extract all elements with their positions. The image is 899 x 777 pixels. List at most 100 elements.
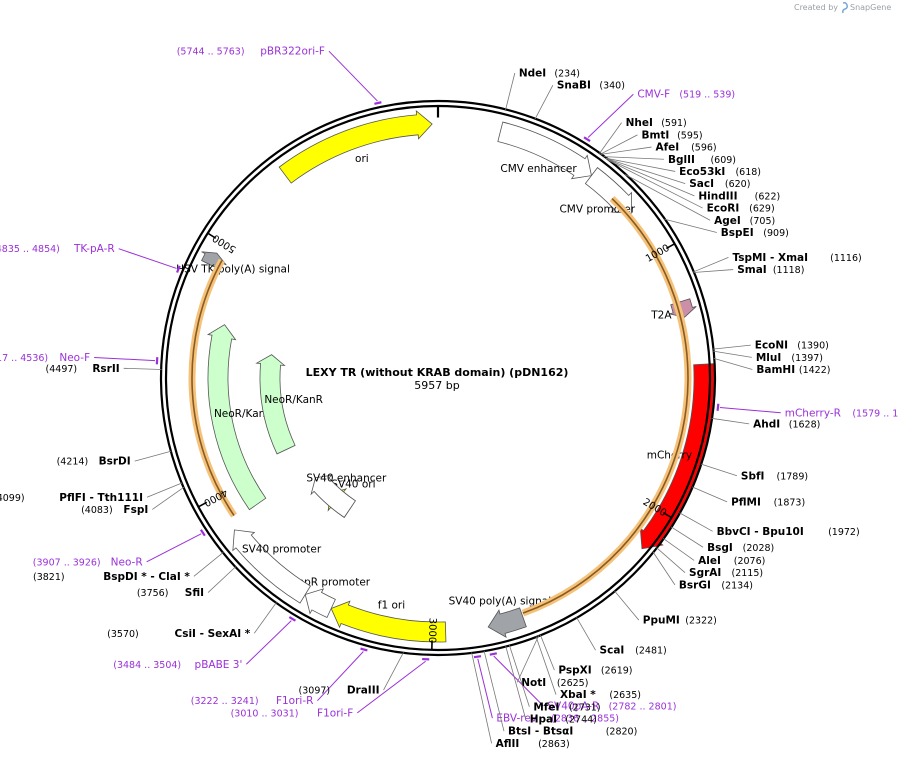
orf-layer [188, 196, 692, 617]
enzyme-name: SgrAI [689, 567, 721, 579]
enzyme-position: (2635) [609, 690, 641, 701]
scale-tick [662, 511, 672, 518]
enzyme-site-pflfi-tth111i: PflFI - Tth111I(4099) [0, 492, 143, 504]
enzyme-leader [711, 417, 750, 425]
enzyme-position: (2481) [635, 646, 667, 657]
primer-range: (519 .. 539) [679, 90, 735, 101]
enzyme-name: HpaI [530, 713, 557, 725]
feature-label: SV40 poly(A) signal [449, 596, 552, 608]
enzyme-layer: NdeI(234)SnaBI(340)NheI(591)BmtI(595)Afe… [0, 68, 862, 750]
primer-name: TK-pA-R [73, 243, 115, 255]
enzyme-site-bsgi: BsgI(2028) [707, 542, 774, 554]
feature-ori [278, 109, 433, 184]
enzyme-position: (3570) [107, 629, 139, 640]
primer-name: Neo-F [59, 352, 90, 364]
enzyme-name: NdeI [519, 68, 546, 80]
primer-range: (2782 .. 2801) [609, 701, 677, 712]
enzyme-site-ecori: EcoRI (629) [707, 203, 775, 215]
primer-f1ori-f: F1ori-F(3010 .. 3031) [231, 707, 354, 719]
enzyme-name: AleI [698, 555, 721, 567]
primer-name: SV40pA-R [547, 700, 599, 712]
backbone-outer-circle [159, 99, 717, 657]
enzyme-position: (3821) [33, 572, 65, 583]
enzyme-position: (705) [750, 216, 776, 227]
primer-mark [360, 647, 368, 652]
feature-sv40-poly-a-signal [487, 607, 527, 639]
feature-ampr-promoter [304, 588, 336, 619]
feature-f1-ori [330, 600, 447, 643]
enzyme-site-xbai: XbaI *(2635) [560, 689, 641, 701]
enzyme-position: (2322) [685, 616, 717, 627]
enzyme-position: (3756) [137, 588, 169, 599]
enzyme-leader [603, 156, 664, 160]
enzyme-name: AhdI [753, 418, 780, 430]
primer-pbabe-3: pBABE 3'(3484 .. 3504) [113, 659, 242, 671]
feature-label: SV40 promoter [242, 543, 322, 555]
primer-range: (4835 .. 4854) [0, 244, 60, 255]
enzyme-name: AgeI [714, 215, 741, 227]
primer-sv40pa-r: SV40pA-R (2782 .. 2801) [547, 700, 676, 712]
enzyme-position: (2619) [601, 666, 633, 677]
enzyme-site-afei: AfeI(596) [655, 142, 716, 154]
feature-neor-kanr [206, 324, 267, 511]
enzyme-site-snabi: SnaBI (340) [557, 80, 625, 92]
enzyme-name: SacI [689, 178, 714, 190]
enzyme-leader [123, 367, 162, 370]
enzyme-site-smai: SmaI(1118) [737, 264, 804, 276]
primer-mark [716, 403, 720, 411]
enzyme-position: (1397) [791, 353, 823, 364]
feature-neor-kanr [255, 354, 296, 455]
enzyme-name: PpuMI [643, 615, 680, 627]
primer-layer: CMV-F(519 .. 539)mCherry-R(1579 .. 1597)… [0, 46, 899, 725]
enzyme-site-bspdi-clai: BspDI * - ClaI * (3821) [33, 571, 190, 583]
enzyme-leader [608, 159, 703, 209]
enzyme-site-rsrii: RsrII(4497) [46, 363, 120, 375]
feature-label: f1 ori [378, 599, 405, 611]
primer-name: Neo-R [111, 556, 143, 568]
enzyme-site-eco53ki: Eco53kI(618) [679, 166, 761, 178]
enzyme-position: (622) [755, 191, 781, 202]
enzyme-name: SnaBI [557, 80, 591, 92]
enzyme-name: BsrGI [679, 579, 711, 591]
enzyme-position: (629) [749, 204, 775, 215]
primer-neo-r: Neo-R (3907 .. 3926) [33, 556, 143, 568]
feature-label: SV40 ori [331, 478, 375, 490]
enzyme-leader [508, 645, 530, 707]
primer-mark [288, 616, 297, 622]
enzyme-site-pspxi: PspXI(2619) [558, 665, 632, 677]
primer-leader [356, 660, 426, 714]
primer-name: pBR322ori-F [260, 46, 325, 58]
enzyme-name: EcoRI [707, 203, 740, 215]
enzyme-site-bsrgi: BsrGI(2134) [679, 579, 753, 591]
primer-leader [317, 651, 364, 702]
enzyme-leader [679, 512, 713, 532]
enzyme-name: PflMI [731, 496, 761, 508]
enzyme-position: (591) [661, 118, 687, 129]
primer-ebv-rev: EBV-rev(2836 .. 2855) [496, 713, 619, 725]
enzyme-name: BglII [668, 154, 695, 166]
enzyme-position: (2863) [538, 739, 570, 750]
enzyme-position: (2115) [732, 568, 764, 579]
enzyme-name: BtsI - BtsαI [508, 726, 573, 738]
enzyme-site-fspi: FspI(4083) [81, 504, 148, 516]
enzyme-leader [624, 174, 711, 221]
primer-leader [245, 620, 292, 665]
primer-range: (3907 .. 3926) [33, 557, 101, 568]
enzyme-leader [662, 538, 695, 561]
orf-line [522, 197, 689, 614]
enzyme-leader [713, 350, 752, 358]
enzyme-leader [534, 85, 554, 120]
enzyme-leader [656, 547, 686, 573]
enzyme-position: (340) [599, 81, 625, 92]
primer-name: EBV-rev [496, 713, 537, 725]
enzyme-name: NotI [521, 677, 546, 689]
enzyme-site-mfei: MfeI(2731) [533, 701, 600, 713]
enzyme-name: BspDI * - ClaI * [103, 571, 190, 583]
enzyme-position: (1789) [777, 471, 809, 482]
enzyme-position: (609) [710, 155, 736, 166]
enzyme-leader [693, 269, 734, 273]
enzyme-site-draiii: DraIII(3097) [299, 685, 380, 697]
feature-sv40-promoter [232, 529, 312, 604]
